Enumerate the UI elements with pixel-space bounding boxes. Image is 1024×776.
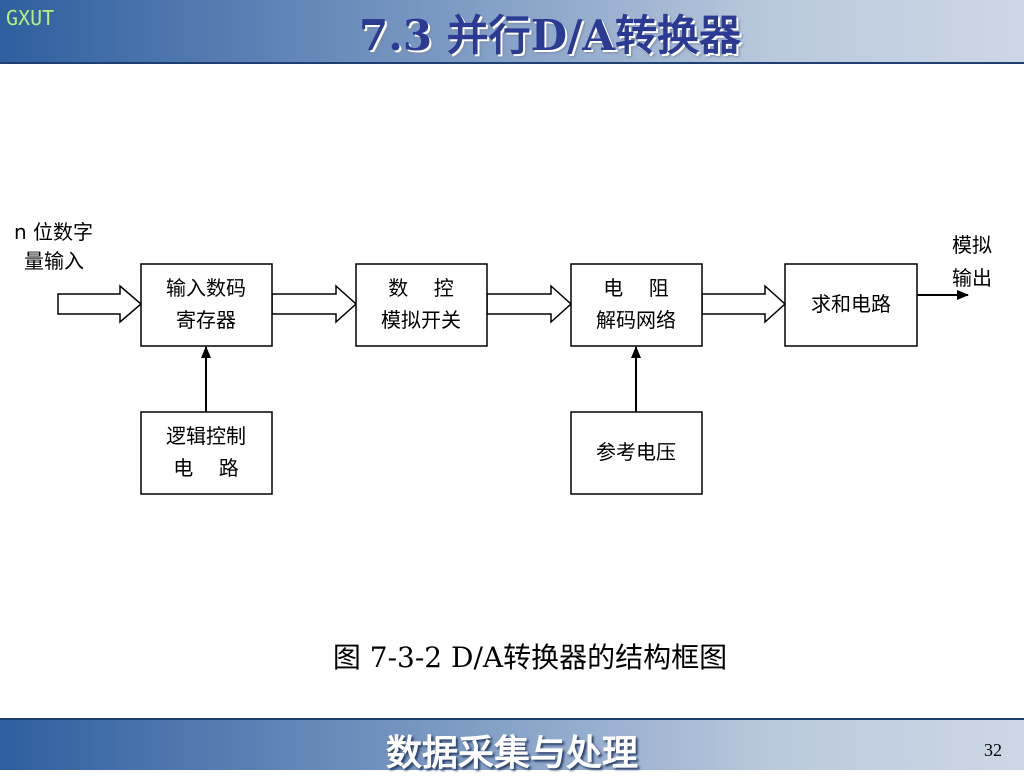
bus-arrow-network-to-summing [701,284,787,324]
block-analog-switch: 数 控 模拟开关 [355,263,488,347]
block-label: 逻辑控制 [166,424,246,448]
input-bus-arrow [57,284,143,324]
block-label: 电 阻 [603,276,668,300]
slide-title: 7.3 并行D/A转换器 [358,11,742,60]
block-label: 输入数码 [166,276,246,300]
output-label-line1: 模拟 [952,233,992,257]
block-label: 解码网络 [596,308,676,332]
logo: GXUT [6,6,55,30]
block-label: 电 路 [173,456,238,480]
block-label: 求和电路 [811,292,891,316]
input-label-line2: 量输入 [24,249,84,273]
output-label-line2: 输出 [952,266,992,290]
block-logic-control: 逻辑控制 电 路 [140,411,273,495]
block-input-register: 输入数码 寄存器 [140,263,273,347]
block-resistor-network: 电 阻 解码网络 [570,263,703,347]
input-label-line1: n 位数字 [14,220,93,244]
block-summing-circuit: 求和电路 [784,263,918,347]
figure-caption: 图 7-3-2 D/A转换器的结构框图 [332,641,728,674]
block-label: 模拟开关 [381,308,461,332]
block-label: 寄存器 [176,308,236,332]
block-reference-voltage: 参考电压 [570,411,703,495]
slide-footer: 数据采集与处理 32 [0,718,1024,774]
block-label: 参考电压 [596,440,676,464]
bus-arrow-switch-to-network [486,284,573,324]
slide-header: GXUT 7.3 并行D/A转换器 [0,0,1024,64]
course-title: 数据采集与处理 [385,732,638,774]
page-number: 32 [984,740,1002,760]
bus-arrow-register-to-switch [271,284,358,324]
block-label: 数 控 [388,276,453,300]
